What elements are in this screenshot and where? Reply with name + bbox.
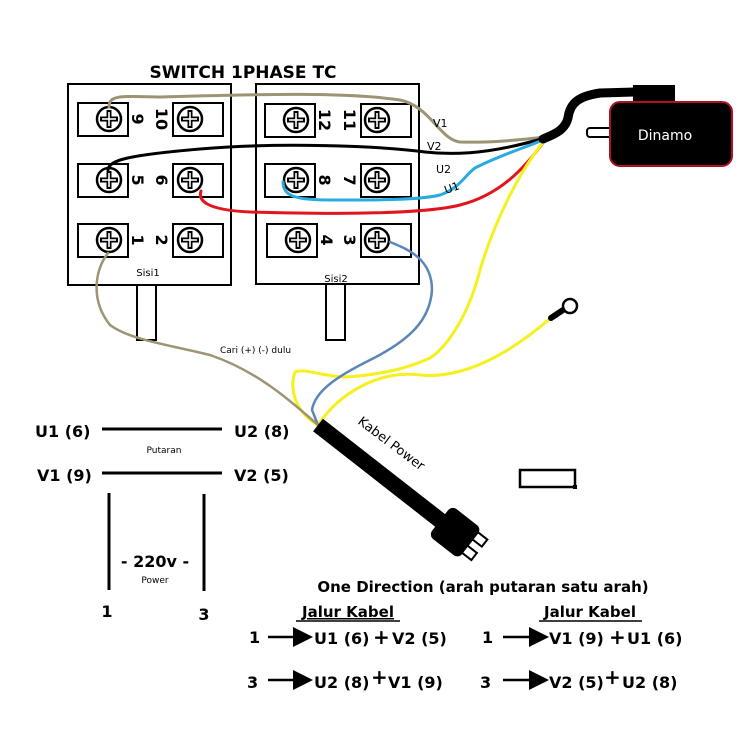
column-1-title: Jalur Kabel [301, 603, 394, 621]
screw-icon [282, 106, 310, 134]
screw-icon [363, 166, 391, 194]
terminal-label-6: 6 [152, 174, 171, 185]
col1-row1-a: U1 (6) [314, 629, 369, 648]
terminal-label-1: 1 [128, 234, 147, 245]
screw-icon [363, 106, 391, 134]
screw-icon [282, 166, 310, 194]
wire-power-blue [310, 240, 434, 427]
col1-row2-a: U2 (8) [314, 673, 369, 692]
terminal-label-9: 9 [128, 113, 147, 124]
col2-row1-a: V1 (9) [549, 629, 604, 648]
column-2-title: Jalur Kabel [543, 603, 636, 621]
legend-pin-3: 3 [198, 605, 209, 624]
side2-label: Sisi2 [324, 274, 347, 285]
screw-icon [176, 226, 204, 254]
terminal-label-3: 3 [340, 234, 359, 245]
legend-voltage: - 220v - [121, 552, 189, 571]
wire-label-v1: V1 [433, 117, 448, 130]
diagram-title: SWITCH 1PHASE TC [149, 63, 336, 83]
wire-label-u2: U2 [436, 163, 451, 176]
terminal-label-4: 4 [317, 234, 336, 245]
col1-row1-pin: 1 [249, 628, 260, 647]
col2-row2-pin: 3 [480, 673, 491, 692]
legend-power: Power [141, 576, 169, 586]
small-box [518, 468, 577, 489]
power-plug [313, 418, 489, 562]
legend-v2: V2 (5) [234, 466, 289, 485]
terminal-label-5: 5 [128, 174, 147, 185]
screw-icon [95, 105, 123, 133]
connection-legend: U1 (6) U2 (8) Putaran V1 (9) V2 (5) - 22… [35, 422, 289, 624]
screw-icon [176, 105, 204, 133]
direction-heading: One Direction (arah putaran satu arah) [317, 578, 648, 596]
motor-cable [538, 87, 640, 144]
screw-icon [95, 166, 123, 194]
col1-row1-b: V2 (5) [392, 629, 447, 648]
wire-label-v2: V2 [427, 140, 442, 153]
switch-side-1: 9 10 5 6 1 2 Sisi1 [67, 83, 232, 341]
col1-row2-b: V1 (9) [388, 673, 443, 692]
screw-icon [176, 166, 204, 194]
terminal-label-8: 8 [315, 174, 334, 185]
ring-terminal-icon [548, 297, 579, 321]
terminal-label-11: 11 [340, 109, 359, 131]
col2-row2-a: V2 (5) [549, 673, 604, 692]
terminal-label-7: 7 [340, 174, 359, 185]
legend-u1: U1 (6) [35, 422, 90, 441]
motor-label: Dinamo [638, 128, 692, 144]
terminal-label-10: 10 [152, 108, 171, 130]
screw-icon [95, 226, 123, 254]
wire-u1 [198, 138, 547, 215]
wire-u2 [281, 137, 547, 202]
col2-row1-pin: 1 [482, 628, 493, 647]
wire-v1 [107, 92, 547, 144]
col2-row2-b: U2 (8) [622, 673, 677, 692]
wire-label-u1: U1 [443, 179, 462, 196]
screw-icon [363, 226, 391, 254]
plus-icon: + [604, 665, 621, 689]
switch-lever-2 [325, 283, 346, 341]
wires [95, 92, 555, 427]
terminal-label-12: 12 [315, 109, 334, 131]
motor: Dinamo [586, 85, 733, 167]
wire-earth [291, 138, 555, 427]
wire-v2 [106, 136, 547, 172]
plus-icon: + [609, 625, 626, 649]
switch-side-2: 12 11 8 7 4 3 Sisi2 [255, 83, 420, 341]
plus-icon: + [371, 665, 388, 689]
direction-section: One Direction (arah putaran satu arah) J… [247, 578, 682, 692]
plus-icon: + [373, 625, 390, 649]
legend-pin-1: 1 [101, 602, 112, 621]
screw-icon [284, 226, 312, 254]
wire-power-khaki [95, 251, 320, 427]
switch-lever-1 [136, 284, 157, 341]
polarity-note: Cari (+) (-) dulu [220, 346, 291, 356]
col1-row2-pin: 3 [247, 673, 258, 692]
legend-v1: V1 (9) [37, 466, 92, 485]
legend-u2: U2 (8) [234, 422, 289, 441]
terminal-label-2: 2 [152, 234, 171, 245]
side1-label: Sisi1 [136, 268, 159, 279]
col2-row1-b: U1 (6) [627, 629, 682, 648]
legend-rotation: Putaran [147, 446, 182, 456]
